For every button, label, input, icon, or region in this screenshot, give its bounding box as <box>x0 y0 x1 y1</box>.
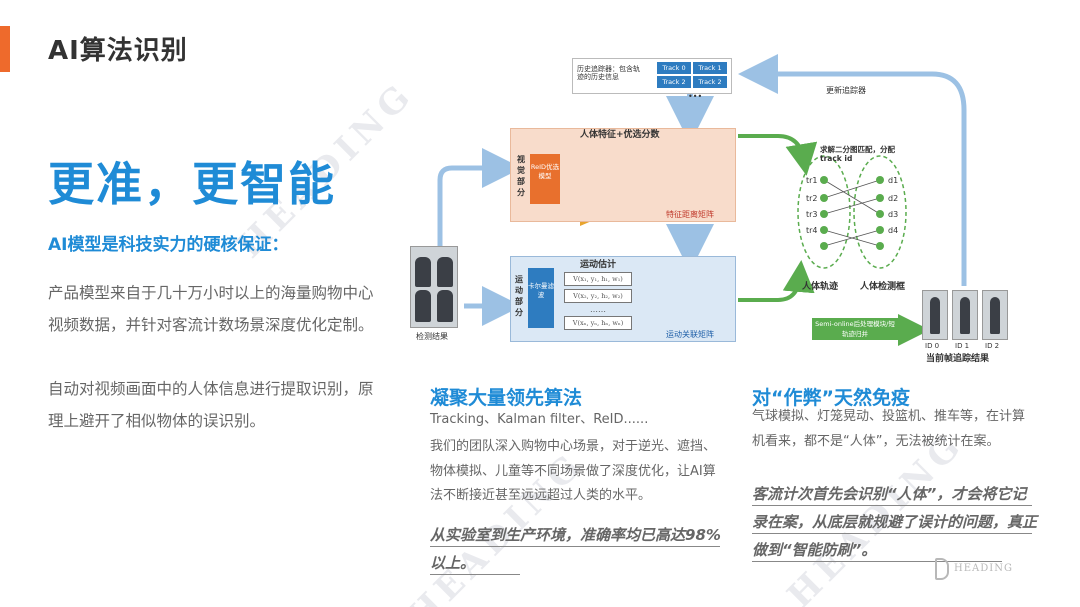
person-image <box>990 296 1000 335</box>
motion-equations: V(x₁, y₁, h₁, w₁) V(x₂, y₂, h₂, w₂) …… V… <box>564 272 632 333</box>
detection-result-label: 检测结果 <box>416 332 448 341</box>
result-id: ID 0 <box>925 342 940 350</box>
person-image <box>960 296 970 335</box>
person-image <box>930 296 940 335</box>
algo-section-line1: Tracking、Kalman filter、ReID...... <box>430 412 649 427</box>
emphasis-underline <box>430 574 520 575</box>
motion-side-label: 运动部分 <box>515 275 523 317</box>
track-node-label: tr4 <box>806 226 818 235</box>
track-node-label: tr3 <box>806 210 818 219</box>
emphasis-underline <box>430 546 720 547</box>
algo-section-title: 凝聚大量领先算法 <box>430 387 583 409</box>
history-dots: ••• <box>688 92 703 101</box>
track-cell: Track 1 <box>693 62 727 74</box>
emphasis-underline <box>752 561 1002 562</box>
cheat-section-title: 对“作弊”天然免疫 <box>752 387 910 409</box>
history-tracker-label: 历史追踪器：包含轨迹的历史信息 <box>577 65 640 82</box>
motion-matrix-label: 运动关联矩阵 <box>666 330 714 339</box>
detect-box-label: 人体检测框 <box>860 282 906 292</box>
track-cell: Track 0 <box>657 62 691 74</box>
brand-logo-icon <box>935 558 949 580</box>
result-thumbnail <box>922 290 948 340</box>
equation-dots: …… <box>590 305 606 314</box>
visual-side-label: 视觉部分 <box>517 155 525 197</box>
trajectory-label: 人体轨迹 <box>802 282 839 292</box>
person-image <box>436 290 454 323</box>
track-cell: Track 2 <box>693 76 727 88</box>
track-ellipse <box>797 155 851 269</box>
page-title: AI算法识别 <box>48 36 188 66</box>
update-tracker-label: 更新追踪器 <box>826 86 866 95</box>
equation-box: V(xₙ, yₙ, hₙ, wₙ) <box>564 316 632 330</box>
det-node-label: d1 <box>888 176 899 185</box>
equation-box: V(x₂, y₂, h₂, w₂) <box>564 289 632 303</box>
detection-ellipse <box>853 155 907 269</box>
tracking-pipeline-diagram: 历史追踪器：包含轨迹的历史信息 Track 0 Track 1 Track 2 … <box>402 50 1062 380</box>
track-node-label: tr1 <box>806 176 818 185</box>
semi-online-module: Semi-online后处理模块/短轨迹归并 <box>812 318 898 340</box>
person-image <box>414 290 432 323</box>
result-label: 当前帧追踪结果 <box>926 354 990 364</box>
feature-matrix-label: 特征距离矩阵 <box>666 210 714 219</box>
subheadline: AI模型是科技实力的硬核保证： <box>48 235 289 255</box>
track-node-label: tr2 <box>806 194 818 203</box>
emphasis-underline <box>752 505 1032 506</box>
cheat-section-emphasis: 客流计次首先会识别“人体”，才会将它记录在案，从底层就规避了误计的问题，真正做到… <box>752 485 1038 559</box>
det-node-label: d3 <box>888 210 899 219</box>
emphasis-underline <box>752 533 1032 534</box>
feature-label: 人体特征+优选分数 <box>580 130 660 140</box>
result-id: ID 1 <box>955 342 970 350</box>
bipartite-label: 求解二分图匹配，分配track id <box>820 145 895 163</box>
history-tracker: 历史追踪器：包含轨迹的历史信息 Track 0 Track 1 Track 2 … <box>572 58 732 94</box>
det-node-label: d4 <box>888 226 899 235</box>
detection-thumbnail <box>410 246 458 328</box>
track-cell: Track 2 <box>657 76 691 88</box>
det-node-label: d2 <box>888 194 899 203</box>
person-image <box>436 256 454 287</box>
intro-paragraph-1: 产品模型来自于几十万小时以上的海量购物中心视频数据，并针对客流计数场景深度优化定… <box>48 284 374 334</box>
title-accent-bar <box>0 26 10 72</box>
brand-name: HEADING <box>954 563 1013 574</box>
intro-paragraph-2: 自动对视频画面中的人体信息进行提取识别，原理上避开了相似物体的误识别。 <box>48 380 374 430</box>
equation-box: V(x₁, y₁, h₁, w₁) <box>564 272 632 286</box>
algo-section-emphasis: 从实验室到生产环境，准确率均已高达98%以上。 <box>430 526 721 572</box>
headline: 更准，更智能 <box>48 157 336 211</box>
motion-estimate-label: 运动估计 <box>580 260 617 270</box>
result-id: ID 2 <box>985 342 1000 350</box>
algo-section-line2: 我们的团队深入购物中心场景，对于逆光、遮挡、物体模拟、儿童等不同场景做了深度优化… <box>430 439 717 503</box>
result-thumbnail <box>982 290 1008 340</box>
kalman-filter-box: 卡尔曼滤波 <box>528 268 554 328</box>
person-image <box>414 256 432 287</box>
cheat-section-line1: 气球模拟、灯笼晃动、投篮机、推车等，在计算机看来，都不是“人体”，无法被统计在案… <box>752 409 1026 449</box>
reid-model-box: ReID优选模型 <box>530 154 560 204</box>
result-thumbnail <box>952 290 978 340</box>
